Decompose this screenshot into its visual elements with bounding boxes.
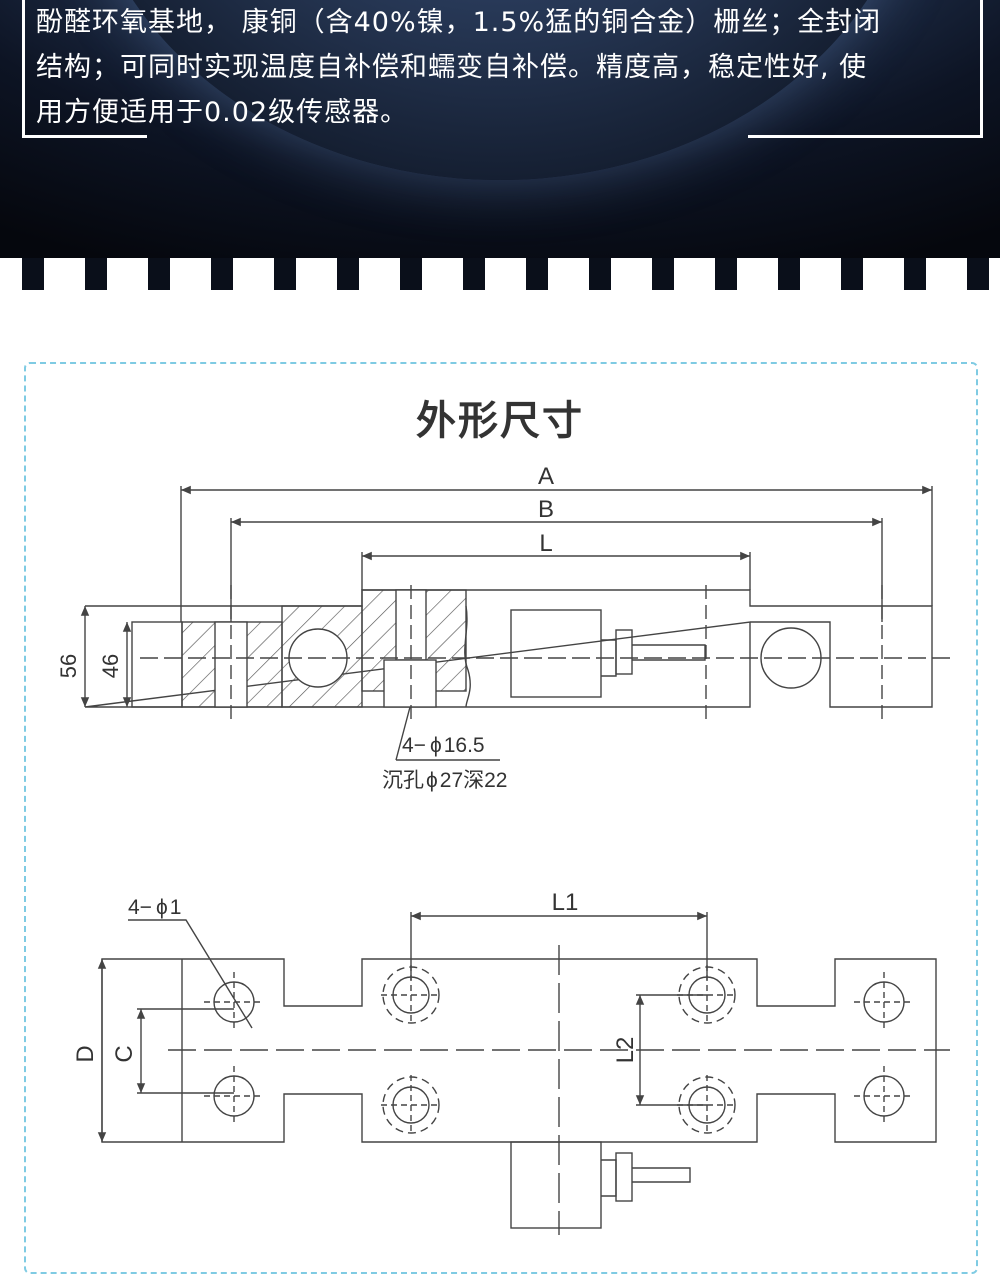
dim-B-label: B	[538, 496, 554, 523]
tooth	[715, 258, 737, 290]
header-banner: 酚醛环氧基地， 康铜（含40%镍，1.5%猛的铜合金）栅丝；全封闭 结构；可同时…	[0, 0, 1000, 300]
top-view	[97, 911, 950, 1235]
tooth	[148, 258, 170, 290]
section-title: 外形尺寸	[416, 398, 584, 444]
counterbore-hole	[677, 965, 737, 1025]
counterbore-hole	[381, 1075, 441, 1135]
hole-note-value: 16.5	[444, 734, 485, 757]
top-connector-box	[510, 1141, 602, 1229]
dim-A-label: A	[538, 463, 554, 490]
counterbore-prefix: 沉孔	[382, 769, 424, 792]
hole-note-prefix: 4−	[402, 734, 426, 757]
dim-L-label: L	[539, 530, 552, 557]
side-left-end	[131, 621, 183, 708]
top-view-labels: 4−ϕ1 L1 L2 C D	[72, 889, 639, 1063]
bracket-left-decoration	[22, 0, 147, 138]
svg-text:4−ϕ1: 4−ϕ1	[128, 896, 181, 919]
phi-symbol-2: ϕ	[426, 769, 438, 792]
product-description: 酚醛环氧基地， 康铜（含40%镍，1.5%猛的铜合金）栅丝；全封闭 结构；可同时…	[36, 0, 976, 135]
connector-box	[510, 609, 602, 698]
tooth	[211, 258, 233, 290]
tooth	[22, 258, 44, 290]
mounting-hole	[204, 1066, 264, 1126]
dim-L2-label: L2	[612, 1037, 639, 1064]
top-hole-note-prefix: 4−	[128, 896, 152, 919]
top-body-outline	[101, 958, 937, 1143]
top-hole-note-value: 1	[170, 896, 182, 919]
dim-D-label: D	[72, 1045, 99, 1062]
counterbore-block	[383, 659, 437, 708]
side-view-labels: A B L 56 46 4−ϕ16.5 沉孔ϕ27深22	[56, 463, 554, 792]
top-holes	[204, 965, 914, 1135]
dim-C-label: C	[111, 1045, 138, 1062]
mounting-hole	[854, 1066, 914, 1126]
side-view	[80, 485, 950, 761]
tooth	[463, 258, 485, 290]
tooth	[778, 258, 800, 290]
counterbore-value: 27深22	[440, 769, 508, 792]
mounting-hole	[204, 972, 264, 1032]
mounting-hole	[854, 972, 914, 1032]
description-line-2: 结构；可同时实现温度自补偿和蠕变自补偿。精度高，稳定性好, 使	[36, 52, 868, 83]
tooth	[526, 258, 548, 290]
bracket-right-decoration	[748, 0, 983, 138]
svg-text:4−ϕ16.5: 4−ϕ16.5	[402, 734, 485, 757]
tooth	[85, 258, 107, 290]
tooth	[904, 258, 926, 290]
tooth	[337, 258, 359, 290]
description-line-1: 酚醛环氧基地， 康铜（含40%镍，1.5%猛的铜合金）栅丝；全封闭	[36, 7, 882, 38]
tooth	[400, 258, 422, 290]
teeth-divider	[0, 258, 1000, 300]
diagram-frame	[24, 362, 978, 1274]
counterbore-hole	[381, 965, 441, 1025]
hole-leader	[395, 706, 500, 761]
svg-text:沉孔ϕ27深22: 沉孔ϕ27深22	[382, 769, 507, 792]
top-hole-leader	[128, 919, 253, 1029]
description-line-3: 用方便适用于0.02级传感器。	[36, 97, 409, 128]
dim-56-label: 56	[56, 654, 81, 678]
dim-46-label: 46	[98, 654, 123, 678]
dim-L1-label: L1	[552, 889, 579, 916]
phi-symbol-3: ϕ	[156, 896, 168, 919]
tooth	[841, 258, 863, 290]
phi-symbol-1: ϕ	[430, 734, 442, 757]
tooth	[274, 258, 296, 290]
counterbore-hole	[677, 1075, 737, 1135]
tooth	[967, 258, 989, 290]
tooth	[652, 258, 674, 290]
tooth	[589, 258, 611, 290]
